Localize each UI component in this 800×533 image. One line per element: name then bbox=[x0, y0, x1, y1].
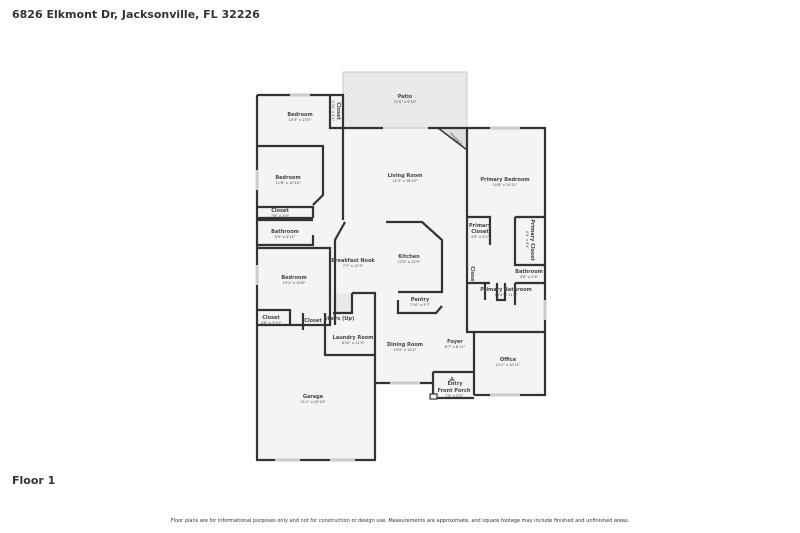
entry-arrow-icon bbox=[449, 376, 455, 381]
floor-label: Floor 1 bbox=[12, 474, 56, 487]
stairs-area bbox=[333, 293, 352, 313]
disclaimer: Floor plans are for informational purpos… bbox=[170, 518, 630, 524]
porch-post bbox=[429, 393, 438, 400]
windows bbox=[255, 93, 547, 462]
room-stairs: Stairs (Up) bbox=[323, 316, 355, 322]
page-title: 6826 Elkmont Dr, Jacksonville, FL 32226 bbox=[12, 8, 260, 21]
patio-area bbox=[342, 71, 468, 129]
room-closet-primary-bath: Closet bbox=[469, 266, 475, 284]
room-closet-garage: Closet bbox=[304, 318, 322, 324]
room-entry: Entry bbox=[447, 381, 463, 387]
